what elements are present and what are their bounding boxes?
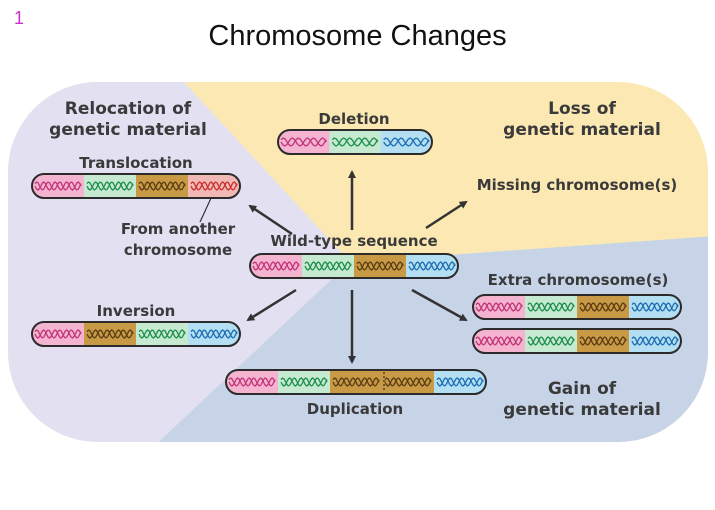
translocation-chromosome-dna-strand bbox=[34, 181, 82, 191]
wild-type-chromosome-dna-strand bbox=[304, 261, 352, 271]
loss-title-line1: Loss of bbox=[548, 99, 616, 119]
wild-type-chromosome-dna-strand bbox=[252, 261, 300, 271]
from-another-pointer bbox=[199, 195, 213, 223]
wild-type-chromosome-dna-strand bbox=[408, 261, 456, 271]
translocation-chromosome-dna-strand bbox=[138, 181, 186, 191]
duplication-chromosome-dna-strand bbox=[332, 377, 380, 387]
duplication-chromosome-dna-strand bbox=[384, 377, 432, 387]
extra-chromosome-1-dna-strand bbox=[579, 302, 627, 312]
extra-chromosome-1-dna-strand bbox=[475, 302, 523, 312]
duplication-chromosome-dna-strand bbox=[436, 377, 484, 387]
gain-region bbox=[150, 236, 708, 442]
extra-chromosome-2-dna-strand bbox=[631, 336, 679, 346]
missing-chromosome-label: Missing chromosome(s) bbox=[477, 176, 678, 194]
extra-chromosome-1-dna-strand bbox=[579, 302, 627, 312]
inversion-chromosome bbox=[31, 321, 241, 347]
translocation-label: Translocation bbox=[79, 154, 192, 172]
inversion-chromosome-dna-strand bbox=[86, 329, 134, 339]
duplication-chromosome bbox=[225, 369, 487, 395]
extra-chromosome-2 bbox=[472, 328, 682, 354]
translocation-chromosome-dna-strand bbox=[138, 181, 186, 191]
deletion-chromosome-dna-strand bbox=[383, 137, 430, 147]
arrows bbox=[199, 170, 468, 364]
inversion-label: Inversion bbox=[97, 302, 176, 320]
extra-chromosome-2-dna-strand bbox=[527, 336, 575, 346]
duplication-chromosome-dna-strand bbox=[332, 377, 380, 387]
extra-chromosome-1-dna-strand bbox=[631, 302, 679, 312]
extra-chromosome-1-dna-strand bbox=[631, 302, 679, 312]
gain-title-line2: genetic material bbox=[503, 400, 661, 420]
inversion-chromosome-dna-strand bbox=[190, 329, 238, 339]
deletion-label: Deletion bbox=[318, 110, 389, 128]
relocation-title-line1: Relocation of bbox=[65, 99, 192, 119]
extra-chromosome-2-dna-strand bbox=[475, 336, 523, 346]
wild-type-chromosome-dna-strand bbox=[356, 261, 404, 271]
deletion-chromosome-dna-strand bbox=[280, 137, 327, 147]
deletion-chromosome-dna-strand bbox=[331, 137, 379, 147]
translocation-chromosome-dna-strand bbox=[190, 181, 238, 191]
duplication-chromosome-dna-strand bbox=[228, 377, 276, 387]
extra-chromosome-2-dna-strand bbox=[579, 336, 627, 346]
translocation-chromosome-dna-strand bbox=[86, 181, 134, 191]
wild-type-chromosome-dna-strand bbox=[304, 261, 352, 271]
inversion-chromosome-dna-strand bbox=[34, 329, 82, 339]
inversion-chromosome-dna-strand bbox=[138, 329, 186, 339]
relocation-title-line2: genetic material bbox=[49, 120, 207, 140]
extra-chromosome-1-outline bbox=[472, 294, 682, 320]
deletion-chromosome-dna-strand bbox=[331, 137, 379, 147]
relocation-region bbox=[8, 82, 350, 442]
chromosomes bbox=[31, 129, 682, 395]
duplication-chromosome-dna-strand bbox=[280, 377, 328, 387]
duplication-chromosome-dna-strand bbox=[228, 377, 276, 387]
translocation-chromosome-dna-strand bbox=[86, 181, 134, 191]
inversion-chromosome-dna-strand bbox=[34, 329, 82, 339]
inversion-chromosome-dna-strand bbox=[86, 329, 134, 339]
deletion-chromosome-dna-strand bbox=[280, 137, 327, 147]
wild-type-chromosome-dna-strand bbox=[356, 261, 404, 271]
wild-type-label: Wild-type sequence bbox=[270, 232, 437, 250]
duplication-chromosome-outline bbox=[225, 369, 487, 395]
extra-chromosome-1-dna-strand bbox=[475, 302, 523, 312]
inversion-chromosome-dna-strand bbox=[138, 329, 186, 339]
deletion-chromosome-outline bbox=[277, 129, 433, 155]
arrow-to-inversion bbox=[246, 288, 297, 322]
extra-chromosome-label: Extra chromosome(s) bbox=[488, 271, 669, 289]
translocation-chromosome-dna-strand bbox=[190, 181, 238, 191]
extra-chromosome-2-dna-strand bbox=[579, 336, 627, 346]
slide-title: Chromosome Changes bbox=[208, 20, 507, 52]
extra-chromosome-2-dna-strand bbox=[475, 336, 523, 346]
arrow-to-translocation bbox=[248, 204, 293, 236]
inversion-chromosome-dna-strand bbox=[190, 329, 238, 339]
extra-chromosome-2-dna-strand bbox=[631, 336, 679, 346]
duplication-label: Duplication bbox=[307, 400, 403, 418]
translocation-chromosome-outline bbox=[31, 173, 241, 199]
extra-chromosome-1-dna-strand bbox=[527, 302, 575, 312]
extra-chromosome-1 bbox=[472, 294, 682, 320]
extra-chromosome-2-dna-strand bbox=[527, 336, 575, 346]
duplication-chromosome-dna-strand bbox=[384, 377, 432, 387]
loss-title-line2: genetic material bbox=[503, 120, 661, 140]
gain-title-line1: Gain of bbox=[548, 379, 617, 399]
from-another-line1: From another bbox=[121, 220, 236, 238]
from-another-line2: chromosome bbox=[124, 241, 232, 259]
translocation-chromosome-dna-strand bbox=[34, 181, 82, 191]
extra-chromosome-2-outline bbox=[472, 328, 682, 354]
extra-chromosome-1-dna-strand bbox=[527, 302, 575, 312]
duplication-chromosome-dna-strand bbox=[436, 377, 484, 387]
arrow-to-extra bbox=[411, 288, 468, 322]
wild-type-chromosome-dna-strand bbox=[252, 261, 300, 271]
wild-type-chromosome-outline bbox=[249, 253, 459, 279]
wild-type-chromosome bbox=[249, 253, 459, 279]
arrow-to-missing bbox=[425, 200, 468, 230]
slide-number: 1 bbox=[14, 8, 25, 28]
deletion-chromosome bbox=[277, 129, 433, 155]
wild-type-chromosome-dna-strand bbox=[408, 261, 456, 271]
translocation-chromosome bbox=[31, 173, 241, 199]
inversion-chromosome-outline bbox=[31, 321, 241, 347]
deletion-chromosome-dna-strand bbox=[383, 137, 430, 147]
duplication-chromosome-dna-strand bbox=[280, 377, 328, 387]
